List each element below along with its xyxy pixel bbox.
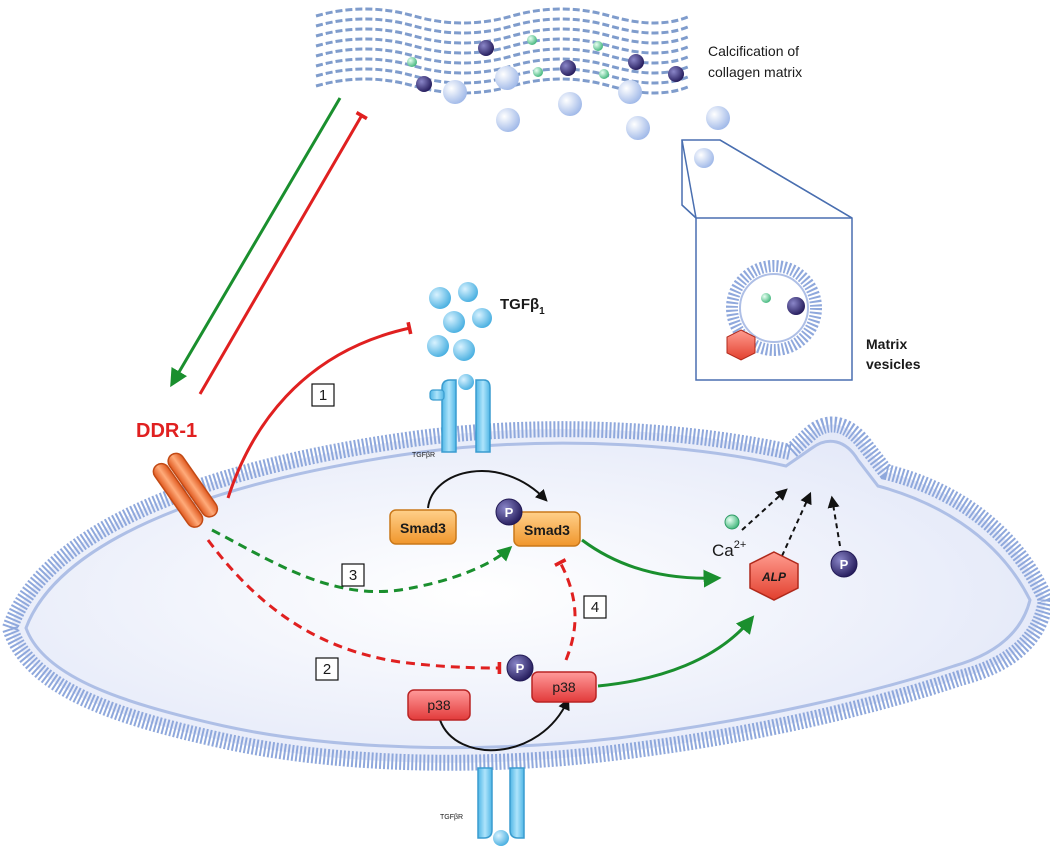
p38-unphosphorylated: p38 <box>407 689 471 721</box>
cell-membrane-outer <box>1 416 1050 771</box>
phosphate-label: P <box>840 557 849 572</box>
svg-text:3: 3 <box>349 567 357 584</box>
svg-text:4: 4 <box>591 599 599 616</box>
alp-label: ALP <box>761 570 787 584</box>
cell <box>1 416 1050 771</box>
ddr1-inhibits-calcification-arrow <box>198 110 368 395</box>
pathway-1-inhibition-arrow <box>226 321 413 499</box>
alp-enzyme: ALP <box>749 551 799 601</box>
tgf-beta1-label: TGFβ1 <box>500 296 545 317</box>
tgf-beta-receptor-bottom-label: TGFβR <box>440 814 463 821</box>
pathway-3-box: 3 <box>341 563 365 587</box>
p38-phos-label: p38 <box>552 679 576 695</box>
smad3-phospho-label: P <box>505 505 514 520</box>
smad3-to-alp-arrow <box>581 538 722 588</box>
pathway-4-box: 4 <box>583 595 607 619</box>
calcification-label-line2: collagen matrix <box>708 64 802 80</box>
smad3-free-label: Smad3 <box>400 520 446 536</box>
calcium-label: Ca2+ <box>712 539 746 560</box>
phosphate-release-arrow <box>827 495 841 547</box>
matrix-activates-ddr1-arrow <box>170 97 342 388</box>
ddr1-label: DDR-1 <box>136 420 197 442</box>
pathway-4-inhibition-arrow <box>554 558 577 661</box>
p38-phosphate-group <box>506 654 534 682</box>
tgf-beta-receptor-bottom <box>477 767 525 846</box>
tgf-beta-receptor-top-label: TGFβR <box>412 452 435 459</box>
pathway-2-box: 2 <box>315 657 339 681</box>
vesicle-zoom-box <box>681 139 853 381</box>
smad3-phosphorylation-arrow <box>427 470 548 509</box>
smad3-phosphorylated: Smad3 P <box>495 498 581 547</box>
ddr1-receptor <box>152 452 219 528</box>
tgf-beta-receptor-top <box>429 374 491 453</box>
tgf-beta1-ligands <box>427 282 492 361</box>
matrix-vesicle-detail <box>726 260 822 361</box>
matrix-vesicles-label-line2: vesicles <box>866 356 921 372</box>
svg-text:1: 1 <box>319 387 327 404</box>
calcification-label-line1: Calcification of <box>708 43 799 59</box>
calcium-release-arrow <box>741 488 788 531</box>
pathway-3-activation-arrow <box>211 528 513 593</box>
alp-release-arrow <box>781 491 812 557</box>
p38-free-label: p38 <box>427 697 451 713</box>
p38-phosphorylated: p38 P <box>506 654 597 703</box>
smad3-unphosphorylated: Smad3 <box>389 509 457 545</box>
matrix-vesicles-label-line1: Matrix <box>866 336 907 352</box>
calcium-ion-icon <box>724 514 740 530</box>
smad3-phosphate-group <box>495 498 523 526</box>
p38-to-alp-arrow <box>597 615 755 688</box>
pathway-2-inhibition-arrow <box>206 539 502 675</box>
matrix-mineral-particles <box>407 35 730 140</box>
p38-phospho-label: P <box>516 661 525 676</box>
p38-phosphorylation-arrow <box>439 697 570 752</box>
phosphate-ion: P <box>830 550 858 578</box>
cell-membrane-inner <box>24 439 1032 750</box>
svg-text:2: 2 <box>323 661 331 678</box>
zoom-source-vesicle <box>694 148 714 168</box>
pathway-1-box: 1 <box>311 383 335 407</box>
smad3-phos-label: Smad3 <box>524 522 570 538</box>
